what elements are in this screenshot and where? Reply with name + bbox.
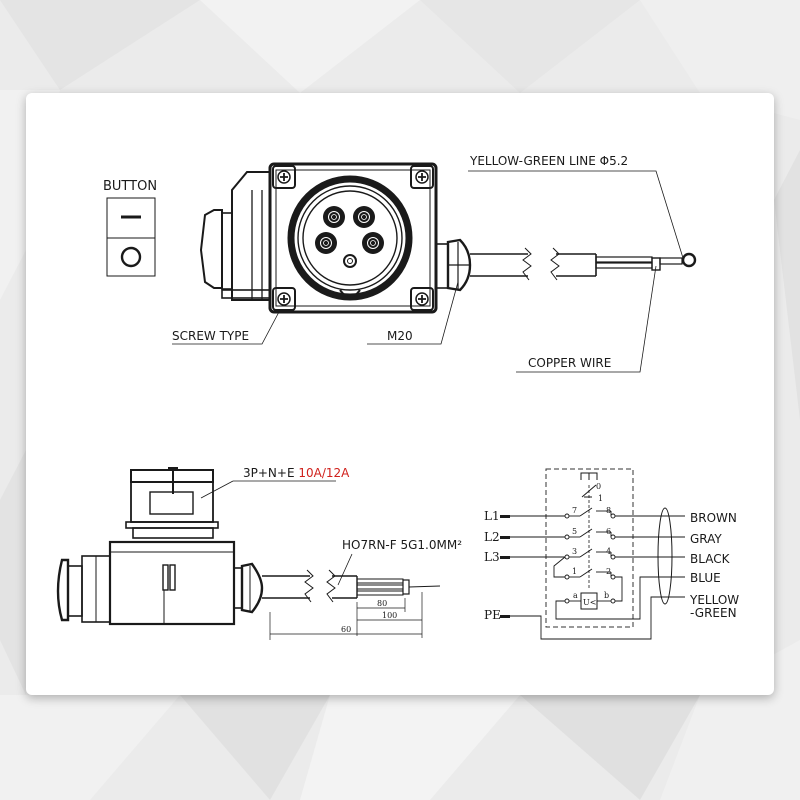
contact-0: 0 [596, 482, 601, 491]
input-l2: L2 [484, 530, 500, 544]
side-callouts: 3P+N+E 10A/12A HO7RN-F 5G1.0MM² [200, 466, 462, 586]
button-legend-title: BUTTON [103, 179, 157, 194]
callout-copper-wire: COPPER WIRE [528, 356, 611, 370]
contact-8: 8 [606, 506, 611, 515]
off-symbol-icon [120, 246, 142, 268]
ring-terminal-icon [681, 252, 697, 268]
callout-screw-type: SCREW TYPE [172, 329, 249, 343]
dimension-80: 80 [377, 599, 387, 608]
contact-2: 2 [606, 567, 611, 576]
socket-rating-config: 3P+N+E [243, 466, 298, 480]
contact-1: 1 [598, 494, 603, 503]
enclosure-side-view [56, 467, 441, 626]
dimension-lines: 80 100 60 [269, 592, 423, 640]
callout-yellow-green-line: YELLOW-GREEN LINE Φ5.2 [469, 154, 628, 168]
button-legend: BUTTON [103, 179, 157, 277]
dimension-100: 100 [382, 611, 397, 620]
cable-gland [435, 238, 472, 292]
output-yellow-green-line1: YELLOW [689, 593, 739, 607]
cable-spec: HO7RN-F 5G1.0MM² [342, 538, 462, 552]
contact-4: 4 [606, 547, 611, 556]
contact-b: b [604, 591, 609, 600]
input-l3: L3 [484, 550, 500, 564]
wiring-schematic: 0 1 L1 L2 L3 PE 7 8 5 6 [484, 468, 739, 640]
socket-pin-icon [323, 206, 345, 228]
screw-icon [272, 165, 296, 189]
contact-1b: 1 [572, 567, 577, 576]
undervoltage-coil: U< [583, 598, 596, 607]
enclosure-top-view [199, 162, 697, 314]
contact-3: 3 [572, 547, 577, 556]
callout-m20: M20 [387, 329, 413, 343]
top-callouts: SCREW TYPE M20 YELLOW-GREEN LINE Φ5.2 CO… [172, 154, 684, 373]
screw-icon [272, 287, 296, 311]
svg-text:3P+N+E 10A/12A: 3P+N+E 10A/12A [243, 466, 350, 480]
output-gray: GRAY [690, 532, 722, 546]
socket-pin-icon [315, 232, 337, 254]
output-brown: BROWN [690, 511, 737, 525]
output-blue: BLUE [690, 571, 721, 585]
screw-icon [410, 165, 434, 189]
screw-icon [410, 287, 434, 311]
output-yellow-green-line2: -GREEN [690, 606, 737, 620]
contact-7: 7 [572, 506, 577, 515]
contact-6: 6 [606, 527, 611, 536]
contact-5: 5 [572, 527, 577, 536]
socket-pin-icon [353, 206, 375, 228]
input-l1: L1 [484, 509, 500, 523]
socket-face [287, 175, 413, 301]
socket-pin-icon [362, 232, 384, 254]
input-pe: PE [484, 608, 501, 622]
dimension-60: 60 [341, 625, 351, 634]
contact-a: a [573, 591, 578, 600]
socket-rating-current: 10A/12A [298, 466, 350, 480]
output-black: BLACK [690, 552, 731, 566]
